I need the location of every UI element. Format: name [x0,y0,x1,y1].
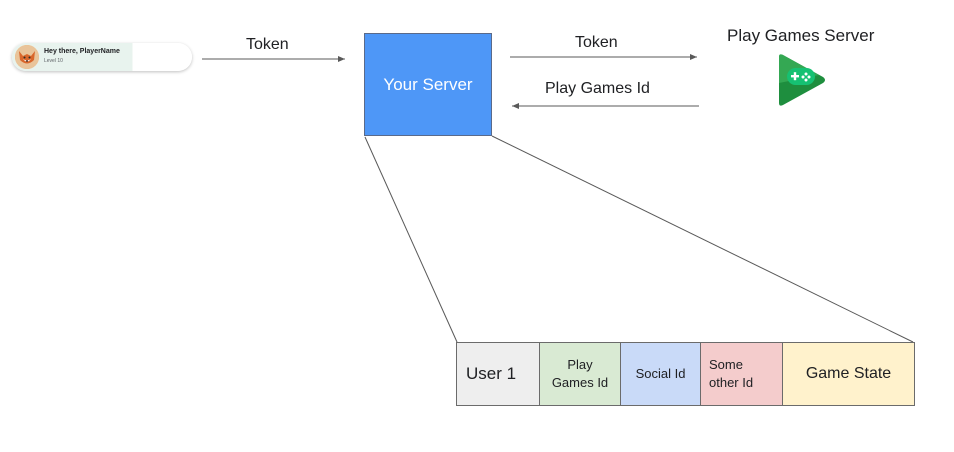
player-chip: Hey there, PlayerName Level 10 [12,43,192,71]
your-server-box: Your Server [364,33,492,136]
other-id-cell-text: Some other Id [709,357,754,390]
user-label: User 1 [466,364,517,383]
zoom-line-left [364,136,458,343]
game-state-cell-text: Game State [805,365,892,382]
play-games-logo-icon [779,54,825,106]
token-label-server: Token [575,34,618,51]
token-label-client: Token [246,36,289,53]
play-games-id-cell-text: Play Games Id [551,357,609,390]
player-record-row: User 1 Play Games Id Social Id Some othe… [456,342,915,406]
zoom-line-right [491,135,914,343]
your-server-label: Your Server [383,74,473,94]
player-greeting: Hey there, PlayerName [44,48,120,55]
record-cell-social-id: Social Id [621,343,701,405]
play-games-id-label: Play Games Id [545,80,650,97]
play-games-server-title: Play Games Server [727,26,875,45]
record-cell-other-id: Some other Id [701,343,783,405]
fox-avatar-icon [15,45,39,69]
record-cell-game-state: Game State [783,343,914,405]
record-cell-user: User 1 [457,343,540,405]
record-cell-play-games-id: Play Games Id [540,343,621,405]
player-level: Level 10 [44,58,63,64]
social-id-cell-text: Social Id [635,366,686,381]
